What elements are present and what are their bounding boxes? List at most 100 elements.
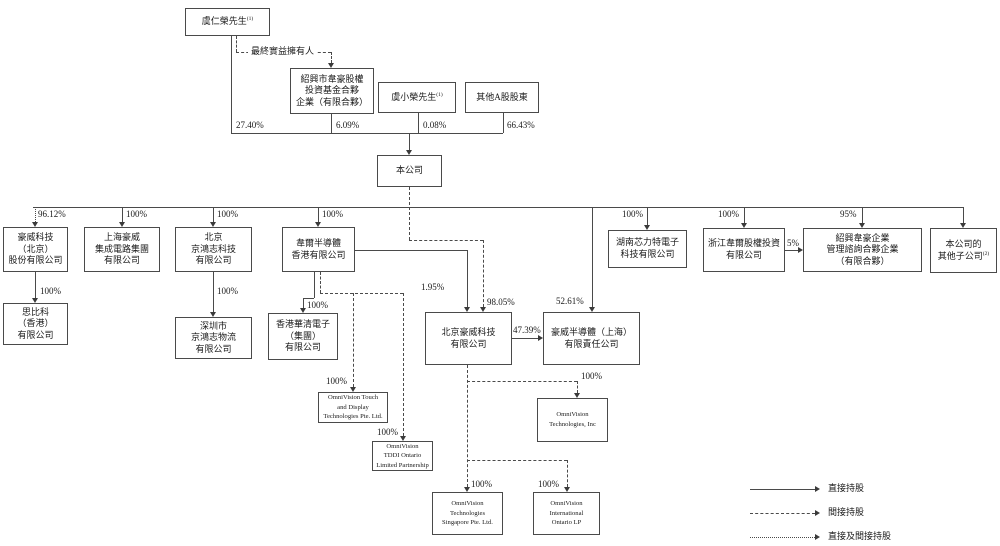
- arrowhead-hunan: [644, 225, 650, 230]
- node-other-a-shareholders: 其他A股股東: [465, 82, 539, 113]
- node-bj-jinghongzhi: 北京 京鴻志科技 有限公司: [175, 227, 252, 272]
- edge-weierhk-bjhowei-v: [467, 250, 468, 307]
- edge-to-ov-lp-v: [567, 460, 568, 487]
- arrowhead-huaqing: [300, 308, 306, 313]
- edge-to-shaoxing-mgmt: [862, 207, 863, 223]
- node-shaoxing-fund: 紹興市韋豪股權 投資基金合夥 企業（有限合夥）: [290, 68, 374, 114]
- arrowhead-ov-tddi: [400, 436, 406, 441]
- label-ultimate-beneficial-owner: 最終實益擁有人: [248, 47, 318, 56]
- label-pct-howei-sh-direct: 52.61%: [556, 296, 584, 306]
- label-pct-ov-inc: 100%: [581, 371, 602, 381]
- label-pct-shaoxing-fund: 6.09%: [336, 120, 360, 130]
- label-pct-yu-xiaorong: 0.08%: [423, 120, 447, 130]
- edge-to-ov-lp-h: [467, 460, 567, 461]
- legend-arrow-indirect: [815, 510, 820, 516]
- arrowhead-shaoxing-fund: [328, 63, 334, 68]
- edge-zhejiang-shaoxing: [785, 250, 798, 251]
- edge-yu-renrong-down: [231, 36, 232, 133]
- node-yu-renrong: 虞仁榮先生(1): [185, 8, 270, 36]
- node-hk-huaqing: 香港華清電子 （集團） 有限公司: [268, 313, 338, 360]
- edge-to-zhejiang: [744, 207, 745, 223]
- node-shaoxing-mgmt: 紹興韋豪企業 管理諮詢合夥企業 （有限合夥）: [803, 228, 922, 272]
- label-pct-bjhowei-indirect: 98.05%: [487, 297, 515, 307]
- arrowhead-ov-inc: [574, 393, 580, 398]
- arrowhead-howeish-from-bj: [538, 335, 543, 341]
- label-pct-bjhowei-direct: 1.95%: [421, 282, 445, 292]
- label-pct-ov-tddi: 100%: [377, 427, 398, 437]
- edge-company-indirect-v2: [483, 240, 484, 307]
- edge-weierhk-huaqing-v2: [303, 298, 304, 308]
- edge-ubo-dash-v1: [236, 36, 237, 52]
- label-pct-logistics: 100%: [217, 286, 238, 296]
- arrowhead-howei-sh-direct: [589, 307, 595, 312]
- arrowhead-shanghai-howei: [119, 222, 125, 227]
- edge-main-bus: [33, 207, 963, 208]
- node-shanghai-howei: 上海豪威 集成電路集團 有限公司: [84, 227, 160, 272]
- edge-weierhk-ov-h: [320, 293, 403, 294]
- legend-label-indirect: 間接持股: [828, 507, 865, 517]
- edge-to-howei-sh: [592, 207, 593, 307]
- arrowhead-shaoxing-mgmt: [859, 223, 865, 228]
- edge-company-indirect-v: [409, 187, 410, 240]
- legend-label-direct-and-indirect: 直接及間接持股: [828, 531, 892, 541]
- node-yu-xiaorong: 虞小榮先生(1): [378, 82, 456, 113]
- label-pct-yu-renrong: 27.40%: [236, 120, 264, 130]
- arrowhead-ov-lp: [564, 487, 570, 492]
- edge-to-shanghai-howei: [122, 207, 123, 222]
- label-pct-ov-lp: 100%: [538, 479, 559, 489]
- legend-label-direct: 直接持股: [828, 483, 865, 493]
- edge-yu-xiaorong-down: [418, 113, 419, 133]
- arrowhead-weier-hk: [315, 222, 321, 227]
- edge-company-indirect-h: [409, 240, 483, 241]
- label-pct-zhejiang: 100%: [718, 209, 739, 219]
- label-pct-bj-jinghongzhi: 100%: [217, 209, 238, 219]
- arrowhead-ov-singapore: [464, 487, 470, 492]
- node-company: 本公司: [377, 155, 442, 187]
- arrowhead-shaoxing-from-zhejiang: [798, 247, 803, 253]
- edge-to-ov-touch: [353, 293, 354, 387]
- edge-weierhk-ov-v1: [320, 272, 321, 293]
- node-ov-singapore: OmniVision Technologies Singapore Pte. L…: [432, 492, 503, 535]
- label-pct-howeish-from-bj: 47.39%: [513, 325, 541, 335]
- arrowhead-other-subsidiaries: [960, 223, 966, 228]
- arrowhead-ov-touch: [350, 387, 356, 392]
- legend-line-indirect: [750, 513, 815, 514]
- edge-to-other-subsidiaries: [963, 207, 964, 223]
- arrowhead-zhejiang: [741, 223, 747, 228]
- edge-to-ov-inc-v: [577, 381, 578, 393]
- edge-weierhk-huaqing-h: [303, 298, 314, 299]
- node-hunan-xinlite: 湖南芯力特電子 科技有限公司: [608, 230, 687, 268]
- label-pct-howei-bj: 96.12%: [38, 209, 66, 219]
- arrowhead-bj-jinghongzhi: [210, 222, 216, 227]
- label-pct-hunan: 100%: [622, 209, 643, 219]
- edge-ubo-dash-v2: [331, 52, 332, 63]
- edge-howei-bj-spk: [35, 272, 36, 298]
- node-howei-sh: 豪威半導體（上海） 有限責任公司: [543, 312, 640, 365]
- node-yu-renrong-label: 虞仁榮先生: [201, 16, 247, 27]
- arrowhead-spk: [32, 298, 38, 303]
- label-pct-other-a: 66.43%: [507, 120, 535, 130]
- label-pct-huaqing: 100%: [307, 300, 328, 310]
- label-pct-shaoxing-from-zhejiang: 5%: [787, 238, 799, 248]
- legend-line-direct: [750, 489, 815, 490]
- arrowhead-bjhowei-direct: [464, 307, 470, 312]
- arrowhead-howei-bj: [32, 222, 38, 227]
- edge-bjhowei-ov-v: [467, 365, 468, 487]
- edge-other-a-down: [503, 113, 504, 133]
- label-pct-shaoxing-mgmt: 95%: [840, 209, 857, 219]
- node-bj-howei: 北京豪威科技 有限公司: [425, 312, 512, 365]
- label-pct-ov-touch: 100%: [326, 376, 347, 386]
- label-pct-spk: 100%: [40, 286, 61, 296]
- legend-arrow-direct: [815, 486, 820, 492]
- edge-into-company: [409, 133, 410, 150]
- edge-to-bj-jinghongzhi: [213, 207, 214, 222]
- node-ov-tddi: OmniVision TDDI Ontario Limited Partners…: [372, 441, 433, 471]
- arrowhead-company: [406, 150, 412, 155]
- node-ov-touch: OmniVision Touch and Display Technologie…: [318, 392, 388, 423]
- edge-to-hunan: [647, 207, 648, 225]
- edge-bjhowei-howeish: [512, 338, 538, 339]
- arrowhead-bj-howei-indirect: [480, 307, 486, 312]
- node-zhejiang-weier: 浙江韋爾股權投資 有限公司: [703, 228, 785, 272]
- node-weier-hk: 韋爾半導體 香港有限公司: [282, 227, 355, 272]
